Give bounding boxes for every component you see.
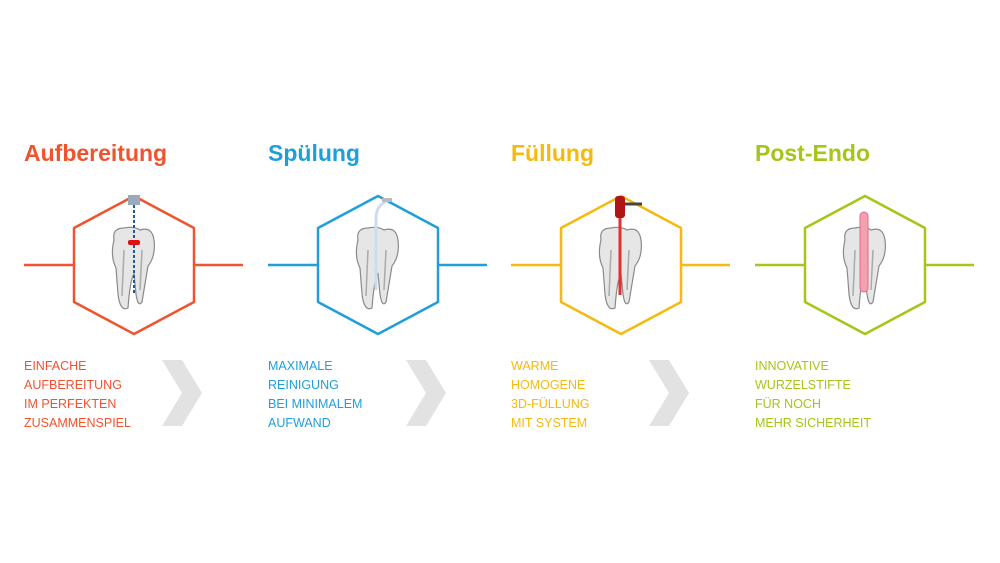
step-description: MAXIMALE REINIGUNG BEI MINIMALEM AUFWAND [268,357,362,433]
instrument-icon [128,195,140,295]
description-line: MEHR SICHERHEIT [755,416,871,430]
description-line: MIT SYSTEM [511,416,588,430]
description-line: WURZELSTIFTE [755,378,851,392]
description-line: FÜR NOCH [755,397,821,411]
description-line: AUFBEREITUNG [24,378,122,392]
description-line: IM PERFEKTEN [24,397,117,411]
chevron-right-icon [649,360,689,426]
step-hexagon-graphic [24,194,243,336]
description-line: BEI MINIMALEM [268,397,363,411]
instrument-icon [374,198,392,290]
step-title: Füllung [511,140,595,166]
description-line: AUFWAND [268,416,331,430]
process-step: Aufbereitung EINFACHE AUFBEREITUNG IM PERF… [0,0,244,563]
process-step: Post-Endo INNOVATIVE WURZELSTIFTE FÜR NOCH… [731,0,975,563]
instrument-icon [615,196,642,295]
step-description: WARME HOMOGENE 3D-FÜLLUNG MIT SYSTEM [511,357,590,433]
step-hexagon-graphic [268,194,487,336]
description-line: WARME [511,359,559,373]
step-title: Post-Endo [755,140,870,166]
description-line: EINFACHE [24,359,87,373]
process-step: Spülung MAXIMALE REINIGUNG BEI MINIMALEM AU… [244,0,488,563]
step-hexagon-graphic [511,194,730,336]
description-line: REINIGUNG [268,378,339,392]
description-line: MAXIMALE [268,359,333,373]
process-step: Füllung WARME HOMOGENE 3D-FÜLLUNG MIT SYSTE… [487,0,731,563]
step-description: EINFACHE AUFBEREITUNG IM PERFEKTEN ZUSAMMEN… [24,357,131,433]
step-title: Spülung [268,140,360,166]
step-hexagon-graphic [755,194,974,336]
chevron-right-icon [406,360,446,426]
chevron-right-icon [162,360,202,426]
description-line: HOMOGENE [511,378,586,392]
description-line: 3D-FÜLLUNG [511,397,590,411]
step-description: INNOVATIVE WURZELSTIFTE FÜR NOCH MEHR SICHE… [755,357,871,433]
instrument-icon [859,211,869,293]
step-title: Aufbereitung [24,140,168,166]
description-line: ZUSAMMENSPIEL [24,416,131,430]
description-line: INNOVATIVE [755,359,829,373]
